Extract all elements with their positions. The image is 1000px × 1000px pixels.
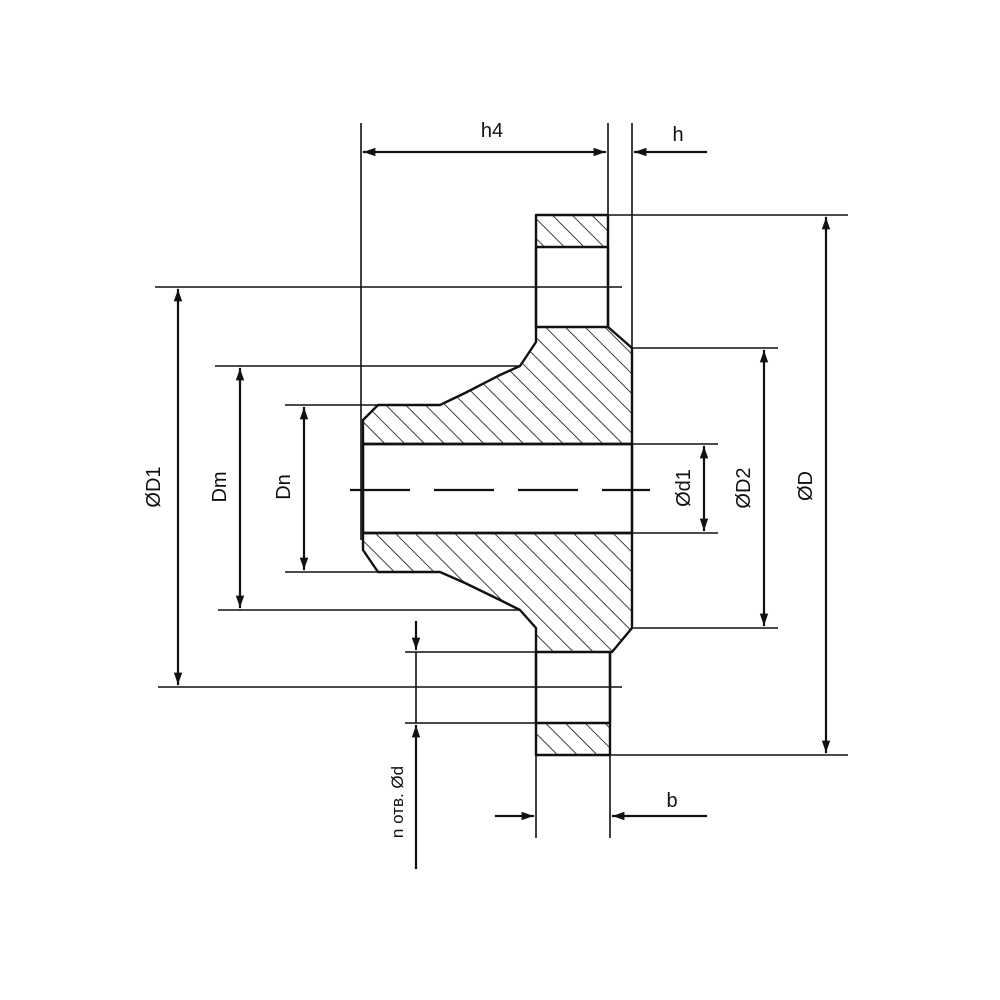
label-holes: n отв. Ød — [388, 766, 407, 838]
label-h4: h4 — [481, 120, 503, 142]
label-h: h — [672, 124, 683, 146]
hub-top-section — [361, 325, 634, 446]
label-dn: Dn — [273, 474, 295, 500]
hub-bottom-section — [361, 531, 634, 654]
label-d2: ØD2 — [733, 467, 755, 508]
flange-ring-bottom-section — [534, 721, 612, 757]
label-d1-outer: ØD1 — [143, 466, 165, 507]
label-d: ØD — [795, 471, 817, 501]
label-dm: Dm — [209, 471, 231, 502]
label-bore: Ød1 — [673, 469, 695, 507]
flange-ring-top-section — [534, 213, 610, 249]
label-b: b — [666, 790, 677, 812]
